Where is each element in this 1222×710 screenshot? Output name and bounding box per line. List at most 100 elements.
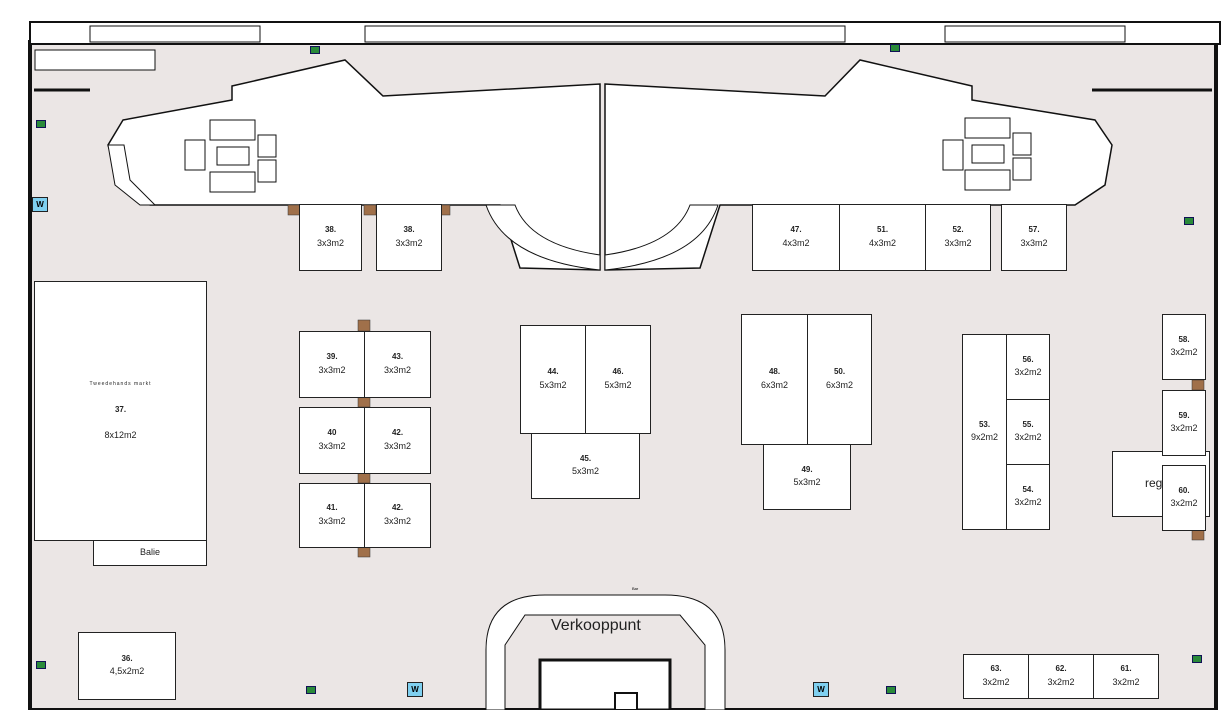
booth[interactable]: 53.9x2m2 xyxy=(962,334,1007,530)
booth-number: 55. xyxy=(1022,419,1034,429)
booth-size: 3x3m2 xyxy=(383,515,411,526)
booth-size: 3x2m2 xyxy=(1047,676,1075,687)
emergency-exit-icon xyxy=(886,686,896,694)
booth-size: 3x2m2 xyxy=(1170,347,1198,358)
booth[interactable]: 49. 5x3m2 xyxy=(763,444,851,510)
booth-number: 38. xyxy=(403,225,415,235)
bar-label: Bar xyxy=(632,586,639,591)
emergency-exit-icon xyxy=(1184,217,1194,225)
emergency-exit-icon xyxy=(36,120,46,128)
booth-size: 3x2m2 xyxy=(1170,423,1198,434)
booth-number: 45. xyxy=(579,453,592,463)
booth[interactable]: 57.3x3m2 xyxy=(1001,204,1067,271)
toilet-icon: W xyxy=(407,682,423,697)
stage-right xyxy=(604,59,1113,271)
booth-size: 3x3m2 xyxy=(318,515,346,526)
booth[interactable]: 43.3x3m2 xyxy=(364,331,431,398)
booth-size: 3x2m2 xyxy=(1014,367,1042,378)
staircase xyxy=(34,49,156,71)
booth-size: 8x12m2 xyxy=(104,429,137,440)
booth[interactable]: 41. 3x3m2 xyxy=(299,483,365,548)
balie-desk[interactable]: Balie xyxy=(93,540,207,566)
booth[interactable]: 47. 4x3m2 xyxy=(752,204,840,271)
booth-size: 6x3m2 xyxy=(760,379,788,390)
booth[interactable]: 60. 3x2m2 xyxy=(1162,465,1206,531)
booth-number: 42. xyxy=(391,503,404,513)
booth[interactable]: 59. 3x2m2 xyxy=(1162,390,1206,456)
booth[interactable]: 63.3x2m2 xyxy=(963,654,1029,699)
booth-number: 42. xyxy=(391,428,404,438)
booth[interactable]: 45.5x3m2 xyxy=(531,433,640,499)
booth-number: 62. xyxy=(1055,664,1067,674)
booth-size: 3x2m2 xyxy=(1014,432,1042,443)
booth-size: 3x2m2 xyxy=(1112,676,1140,687)
emergency-exit-icon xyxy=(1192,655,1202,663)
booth[interactable]: 48.6x3m2 xyxy=(741,314,808,445)
booth-number: 41. xyxy=(326,503,338,513)
booth-size: 3x3m2 xyxy=(318,364,346,375)
booth-number: 59. xyxy=(1178,410,1190,420)
booth-number: 52. xyxy=(952,225,964,235)
booth-subtitle: Tweedehands markt xyxy=(89,380,152,387)
booth[interactable]: 54. 3x2m2 xyxy=(1006,464,1050,530)
booth-number: 40 xyxy=(327,428,337,438)
booth-number: 51. xyxy=(876,225,889,235)
booth-number: 49. xyxy=(801,464,813,474)
booth[interactable]: 51. 4x3m2 xyxy=(839,204,926,271)
booth[interactable]: 46.5x3m2 xyxy=(585,325,651,434)
booth-size: 3x3m2 xyxy=(1020,237,1048,248)
booth-number: 38. xyxy=(324,225,337,235)
booth[interactable]: 58. 3x2m2 xyxy=(1162,314,1206,380)
booth-size: 3x2m2 xyxy=(1014,497,1042,508)
balie-label: Balie xyxy=(139,547,160,558)
booth[interactable]: 62. 3x2m2 xyxy=(1028,654,1094,699)
booth-number: 39. xyxy=(326,352,338,362)
booth[interactable]: 56. 3x2m2 xyxy=(1006,334,1050,400)
booth[interactable]: 40 3x3m2 xyxy=(299,407,365,474)
booth-size: 4x3m2 xyxy=(782,237,810,248)
verkooppunt-label: Verkooppunt xyxy=(551,617,641,634)
stage-left xyxy=(107,59,601,271)
booth-number: 61. xyxy=(1120,664,1132,674)
emergency-exit-icon xyxy=(310,46,320,54)
booth-number: 37. xyxy=(114,405,127,415)
booth-size: 3x2m2 xyxy=(982,676,1010,687)
booth-size: 5x3m2 xyxy=(793,477,821,488)
booth-size: 3x2m2 xyxy=(1170,498,1198,509)
booth-number: 60. xyxy=(1178,485,1190,495)
booth[interactable]: 55. 3x2m2 xyxy=(1006,399,1050,465)
bar-counter xyxy=(485,594,726,710)
booth[interactable]: 42. 3x3m2 xyxy=(364,483,431,548)
booth[interactable]: 50. 6x3m2 xyxy=(807,314,872,445)
booth[interactable]: 42. 3x3m2 xyxy=(364,407,431,474)
booth[interactable]: 44.5x3m2 xyxy=(520,325,586,434)
booth-number: 54. xyxy=(1022,484,1034,494)
booth[interactable]: 39. 3x3m2 xyxy=(299,331,365,398)
booth-37-second-hand-market[interactable]: Tweedehands markt 37. 8x12m2 xyxy=(34,281,207,541)
booth-size: 3x3m2 xyxy=(383,440,411,451)
toilet-icon: W xyxy=(813,682,829,697)
booth[interactable]: 36.4,5x2m2 xyxy=(78,632,176,700)
booth-size: 6x3m2 xyxy=(825,379,853,390)
booth[interactable]: 61. 3x2m2 xyxy=(1093,654,1159,699)
booth-number: 47. xyxy=(790,225,802,235)
booth-number: 56. xyxy=(1022,354,1034,364)
booth[interactable]: 38.3x3m2 xyxy=(299,204,362,271)
booth[interactable]: 38. 3x3m2 xyxy=(376,204,442,271)
booth-size: 3x3m2 xyxy=(395,237,423,248)
emergency-exit-icon xyxy=(306,686,316,694)
booth-number: 58. xyxy=(1178,334,1190,344)
emergency-exit-icon xyxy=(890,44,900,52)
register-label: reg xyxy=(1145,476,1163,491)
booth-size: 4x3m2 xyxy=(868,237,896,248)
booth-number: 50. xyxy=(833,367,846,377)
booth-number: 36. xyxy=(121,653,133,663)
booth[interactable]: 52.3x3m2 xyxy=(925,204,991,271)
toilet-icon: W xyxy=(32,197,48,212)
booth-number: 43. xyxy=(391,352,404,362)
booth-number: 46. xyxy=(612,367,624,377)
booth-size: 5x3m2 xyxy=(539,379,567,390)
booth-size: 3x3m2 xyxy=(318,440,346,451)
pillars xyxy=(287,204,1205,558)
emergency-exit-icon xyxy=(36,661,46,669)
